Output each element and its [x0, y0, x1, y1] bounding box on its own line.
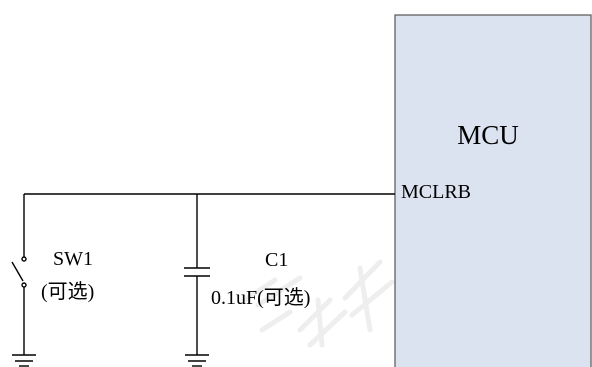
sw1-switch	[11, 194, 27, 355]
sw1-label: SW1	[53, 248, 93, 270]
watermark	[242, 259, 395, 348]
mcu-title: MCU	[457, 120, 519, 150]
sw1-ground-symbol	[12, 354, 36, 367]
mcu-block	[394, 14, 592, 367]
c1-ground-symbol	[185, 354, 209, 367]
c1-capacitor	[184, 194, 210, 355]
mclrb-pin-label: MCLRB	[401, 181, 471, 203]
c1-value: 0.1uF(可选)	[211, 286, 310, 309]
sw1-note: (可选)	[41, 280, 94, 303]
c1-label: C1	[265, 249, 288, 271]
